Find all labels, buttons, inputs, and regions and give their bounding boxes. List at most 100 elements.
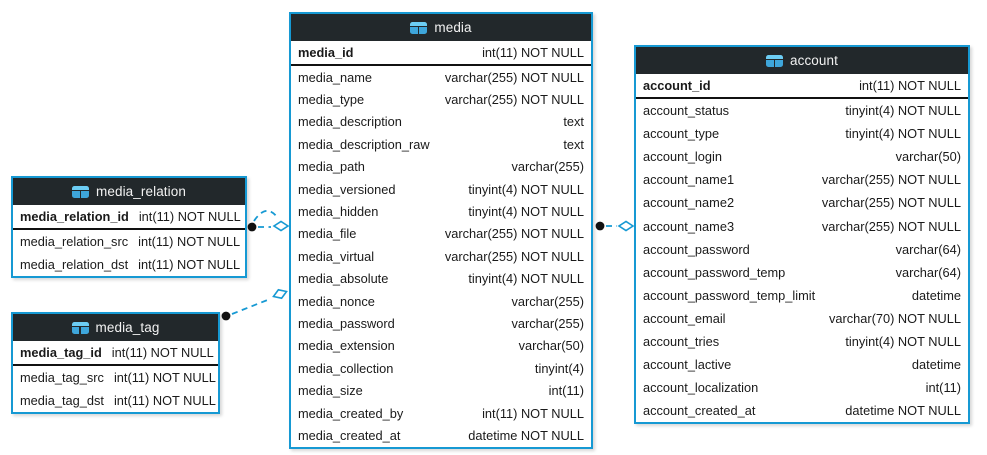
field-type: int(11) [925, 380, 961, 396]
table-header[interactable]: media [291, 14, 591, 41]
table-row[interactable]: media_relation_src int(11) NOT NULL [13, 230, 245, 253]
field-type: varchar(255) [511, 159, 584, 175]
table-row[interactable]: account_lactive datetime [636, 353, 968, 376]
table-row[interactable]: media_file varchar(255) NOT NULL [291, 223, 591, 245]
table-row-pk[interactable]: media_tag_id int(11) NOT NULL [13, 341, 218, 366]
table-icon [72, 185, 90, 198]
field-type: text [563, 114, 584, 130]
relationship-media-account[interactable] [595, 220, 635, 232]
table-icon [410, 21, 428, 34]
field-type: varchar(255) NOT NULL [444, 226, 584, 242]
table-row-pk[interactable]: media_id int(11) NOT NULL [291, 41, 591, 66]
table-title: media_relation [96, 184, 186, 199]
table-row[interactable]: account_name1 varchar(255) NOT NULL [636, 168, 968, 191]
table-row[interactable]: account_status tinyint(4) NOT NULL [636, 99, 968, 122]
table-row[interactable]: media_absolute tinyint(4) NOT NULL [291, 268, 591, 290]
field-type: tinyint(4) NOT NULL [845, 126, 961, 142]
field-name: media_relation_id [20, 209, 129, 224]
field-type: int(11) NOT NULL [482, 45, 584, 60]
table-header[interactable]: media_relation [13, 178, 245, 205]
table-row[interactable]: media_extension varchar(50) [291, 335, 591, 357]
table-row[interactable]: media_name varchar(255) NOT NULL [291, 66, 591, 88]
field-type: varchar(64) [895, 241, 961, 257]
table-row[interactable]: media_relation_dst int(11) NOT NULL [13, 253, 245, 276]
table-row[interactable]: media_versioned tinyint(4) NOT NULL [291, 178, 591, 200]
table-row[interactable]: account_login varchar(50) [636, 145, 968, 168]
field-type: tinyint(4) NOT NULL [845, 103, 961, 119]
field-type: int(11) NOT NULL [482, 405, 584, 421]
field-name: media_nonce [298, 293, 375, 309]
table-row[interactable]: account_localization int(11) [636, 376, 968, 399]
table-row[interactable]: account_password varchar(64) [636, 238, 968, 261]
field-name: account_name1 [643, 172, 735, 188]
table-row[interactable]: media_tag_dst int(11) NOT NULL [13, 389, 218, 412]
table-title: media [434, 20, 472, 35]
table-row[interactable]: media_description text [291, 111, 591, 133]
field-name: media_relation_src [20, 233, 129, 249]
field-type: varchar(255) [511, 315, 584, 331]
table-title: account [790, 53, 838, 68]
table-header[interactable]: media_tag [13, 314, 218, 341]
field-name: media_id [298, 45, 354, 60]
table-row[interactable]: media_size int(11) [291, 379, 591, 401]
field-type: datetime NOT NULL [845, 403, 961, 419]
table-media[interactable]: media media_id int(11) NOT NULL media_na… [289, 12, 593, 449]
field-name: media_description_raw [298, 136, 430, 152]
table-row[interactable]: media_hidden tinyint(4) NOT NULL [291, 200, 591, 222]
table-row[interactable]: account_created_at datetime NOT NULL [636, 399, 968, 422]
field-name: media_size [298, 383, 363, 399]
edge-open-diamond-marker [272, 220, 290, 232]
table-row[interactable]: account_password_temp varchar(64) [636, 261, 968, 284]
table-media_tag[interactable]: media_tag media_tag_id int(11) NOT NULL … [11, 312, 220, 414]
field-name: media_versioned [298, 181, 396, 197]
field-type: varchar(255) NOT NULL [444, 69, 584, 85]
field-type: varchar(70) NOT NULL [828, 310, 961, 326]
table-field-rows: media_relation_src int(11) NOT NULL medi… [13, 230, 245, 276]
field-name: account_localization [643, 380, 759, 396]
field-name: account_name2 [643, 195, 735, 211]
field-type: datetime [911, 357, 961, 373]
field-name: media_tag_src [20, 369, 104, 385]
field-name: account_name3 [643, 218, 735, 234]
table-account[interactable]: account account_id int(11) NOT NULL acco… [634, 45, 970, 425]
relationship-media_tag-media[interactable] [221, 287, 289, 321]
field-type: varchar(50) [518, 338, 584, 354]
field-name: account_type [643, 126, 720, 142]
table-row[interactable]: media_type varchar(255) NOT NULL [291, 88, 591, 110]
table-row[interactable]: media_collection tinyint(4) [291, 357, 591, 379]
field-type: tinyint(4) NOT NULL [845, 333, 961, 349]
field-name: account_created_at [643, 403, 756, 419]
table-row[interactable]: account_type tinyint(4) NOT NULL [636, 122, 968, 145]
field-name: account_email [643, 310, 726, 326]
table-row[interactable]: account_name3 varchar(255) NOT NULL [636, 214, 968, 237]
field-name: media_path [298, 159, 365, 175]
table-row-pk[interactable]: account_id int(11) NOT NULL [636, 74, 968, 99]
table-media_relation[interactable]: media_relation media_relation_id int(11)… [11, 176, 247, 278]
table-row-pk[interactable]: media_relation_id int(11) NOT NULL [13, 205, 245, 230]
table-row[interactable]: account_email varchar(70) NOT NULL [636, 307, 968, 330]
table-row[interactable]: media_virtual varchar(255) NOT NULL [291, 245, 591, 267]
table-row[interactable]: media_created_at datetime NOT NULL [291, 424, 591, 446]
table-row[interactable]: media_password varchar(255) [291, 312, 591, 334]
table-row[interactable]: media_path varchar(255) [291, 156, 591, 178]
field-name: account_password [643, 241, 750, 257]
field-name: account_password_temp_limit [643, 287, 816, 303]
table-row[interactable]: account_name2 varchar(255) NOT NULL [636, 191, 968, 214]
edge-open-diamond-marker [617, 220, 635, 232]
relationship-media_relation-media[interactable] [247, 210, 290, 232]
table-row[interactable]: media_nonce varchar(255) [291, 290, 591, 312]
table-header[interactable]: account [636, 47, 968, 74]
table-row[interactable]: media_tag_src int(11) NOT NULL [13, 366, 218, 389]
edge-open-diamond-marker [272, 288, 288, 300]
table-row[interactable]: account_tries tinyint(4) NOT NULL [636, 330, 968, 353]
field-type: varchar(255) NOT NULL [444, 92, 584, 108]
field-name: account_login [643, 149, 722, 165]
table-row[interactable]: media_description_raw text [291, 133, 591, 155]
table-row[interactable]: account_password_temp_limit datetime [636, 284, 968, 307]
table-icon [71, 321, 89, 334]
field-type: varchar(255) NOT NULL [821, 172, 961, 188]
field-type: int(11) NOT NULL [138, 209, 241, 224]
table-row[interactable]: media_created_by int(11) NOT NULL [291, 402, 591, 424]
field-name: media_file [298, 226, 357, 242]
